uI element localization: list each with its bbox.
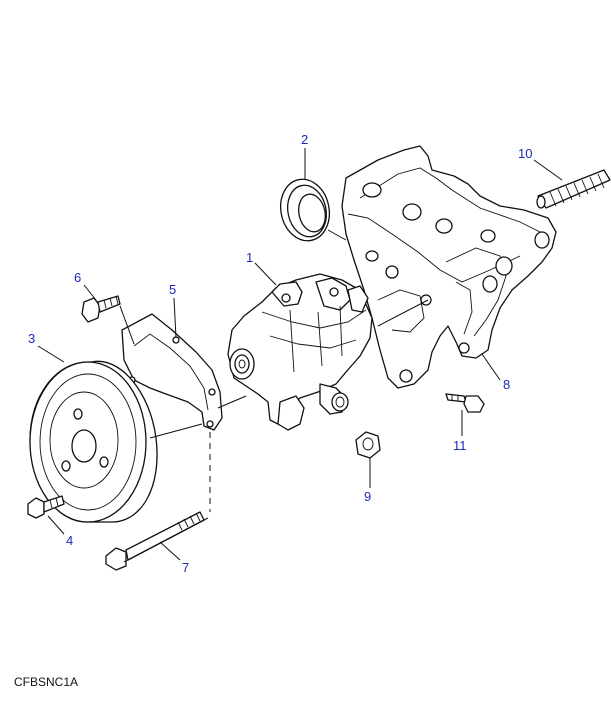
- mounting-bracket: [341, 145, 557, 389]
- callout-5: 5: [169, 282, 176, 297]
- bracket-bolt: [445, 393, 485, 413]
- pulley-seal-ring: [280, 178, 330, 242]
- callout-10: 10: [518, 146, 532, 161]
- pulley-bolt: [27, 495, 65, 519]
- power-steering-pump: [227, 273, 373, 431]
- callout-9: 9: [364, 489, 371, 504]
- nut: [355, 431, 381, 459]
- callout-2: 2: [301, 132, 308, 147]
- pulley: [29, 360, 158, 523]
- callout-labels: 1 2 3 4 5 6 7 8 9 10 11: [28, 132, 532, 575]
- callout-8: 8: [503, 377, 510, 392]
- callout-7: 7: [182, 560, 189, 575]
- callout-11: 11: [453, 438, 467, 453]
- callout-1: 1: [246, 250, 253, 265]
- callout-6: 6: [74, 270, 81, 285]
- figure-code: CFBSNC1A: [14, 675, 78, 689]
- callout-4: 4: [66, 533, 73, 548]
- gasket-plate: [121, 313, 223, 431]
- stud: [536, 169, 611, 209]
- callout-leaders: [37, 148, 563, 561]
- bolt: [81, 295, 121, 323]
- assembly-lines: [119, 229, 429, 563]
- callout-3: 3: [28, 331, 35, 346]
